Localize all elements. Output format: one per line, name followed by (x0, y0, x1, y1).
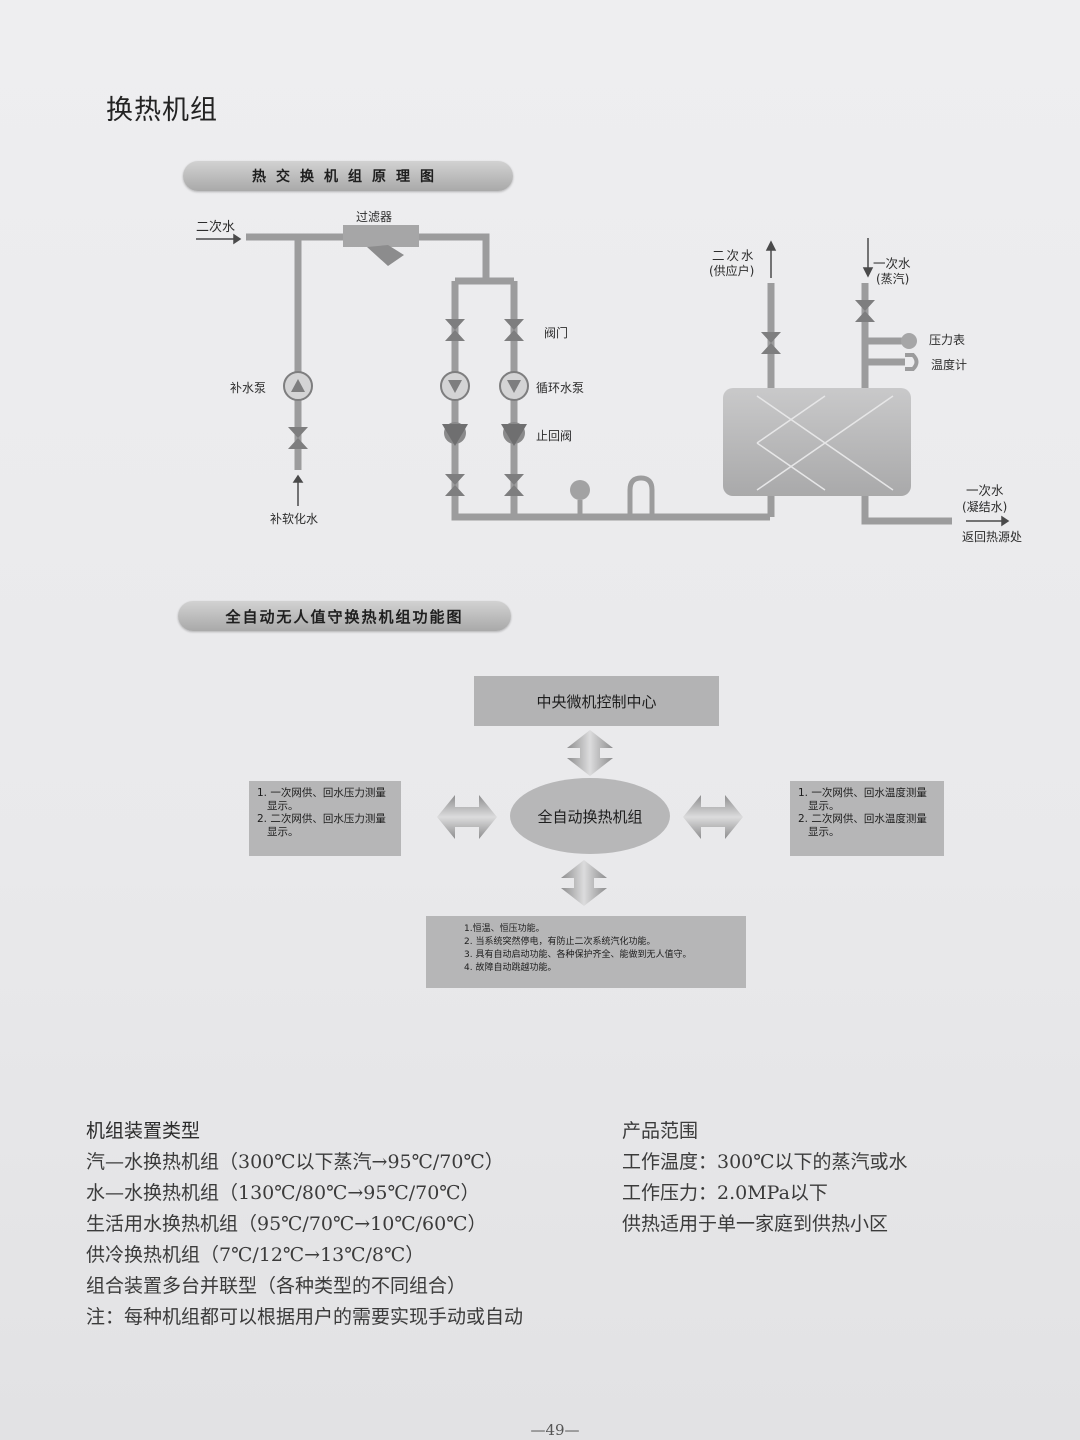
flow-arrows (196, 233, 1010, 527)
unit-types-list: 机组装置类型 汽—水换热机组（300℃以下蒸汽→95℃/70℃） 水—水换热机组… (86, 1116, 523, 1333)
pump-icons (283, 371, 529, 401)
label-pressure-gauge: 压力表 (929, 333, 965, 347)
central-control-label: 中央微机控制中心 (536, 692, 657, 711)
label-primary-water-in-sub: (蒸汽) (876, 271, 909, 286)
pressure-gauge-icon (901, 333, 917, 349)
label-thermometer: 温度计 (931, 357, 967, 372)
feature-item: 1.恒温、恒压功能。 (464, 924, 545, 934)
feature-item: 2. 当系统突然停电，有防止二次系统汽化功能。 (464, 937, 656, 947)
label-check-valve: 止回阀 (536, 429, 572, 443)
page-title: 换热机组 (106, 95, 218, 126)
function-arrows (437, 730, 743, 906)
unit-type-note: 注：每种机组都可以根据用户的需要实现手动或自动 (86, 1306, 524, 1328)
valve-icons (288, 300, 875, 496)
label-softened-water: 补软化水 (270, 512, 318, 526)
label-return-to-source: 返回热源处 (962, 530, 1022, 544)
product-range-item: 工作温度：300℃以下的蒸汽或水 (622, 1151, 908, 1173)
arrow-up-down-bottom (561, 860, 607, 906)
feature-item: 4. 故障自动跳越功能。 (464, 963, 557, 973)
unit-type-item: 组合装置多台并联型（各种类型的不同组合） (86, 1275, 467, 1297)
left-box-line-2: 2. 二次网供、回水压力测量 (257, 813, 386, 825)
right-box-line-1: 1. 一次网供、回水温度测量 (798, 787, 927, 799)
unit-type-item: 供冷换热机组（7℃/12℃→13℃/8℃） (86, 1244, 425, 1266)
unit-type-item: 汽—水换热机组（300℃以下蒸汽→95℃/70℃） (86, 1151, 504, 1173)
unit-type-item: 生活用水换热机组（95℃/70℃→10℃/60℃） (86, 1213, 487, 1235)
right-box-line-1-cont: 显示。 (808, 800, 840, 812)
arrow-left-right-left (437, 795, 497, 839)
temperature-measurement-box: 1. 一次网供、回水温度测量 显示。 2. 二次网供、回水温度测量 显示。 (790, 781, 944, 856)
core-unit-ellipse: 全自动换热机组 (510, 778, 670, 854)
banner-function-diagram: 全自动无人值守换热机组功能图 (178, 601, 511, 631)
right-box-line-2-cont: 显示。 (808, 826, 840, 838)
label-primary-water-in: 一次水 (873, 256, 911, 271)
central-control-box: 中央微机控制中心 (474, 676, 719, 726)
label-primary-water-out: 一次水 (966, 483, 1004, 498)
check-valve-icons (442, 422, 527, 446)
feature-item: 3. 具有自动启动功能、各种保护齐全、能做到无人值守。 (464, 950, 692, 960)
heat-exchange-schematic: 二次水 过滤器 补水泵 补软化水 阀门 循环水泵 止回阀 二次水 (供应户) 一… (196, 210, 1022, 544)
left-box-line-1: 1. 一次网供、回水压力测量 (257, 787, 386, 799)
unit-types-heading: 机组装置类型 (86, 1120, 201, 1142)
page-number: —49— (530, 1421, 580, 1439)
unit-type-item: 水—水换热机组（130℃/80℃→95℃/70℃） (86, 1182, 480, 1204)
label-secondary-water-out: 二次水 (712, 248, 756, 263)
banner-principle-diagram: 热交换机组原理图 (183, 161, 513, 191)
right-box-line-2: 2. 二次网供、回水温度测量 (798, 813, 927, 825)
product-range-item: 工作压力：2.0MPa以下 (622, 1182, 828, 1204)
arrow-up-down-top (567, 730, 613, 776)
label-valve: 阀门 (544, 325, 568, 340)
expansion-tank-icon (627, 475, 655, 515)
core-unit-label: 全自动换热机组 (537, 807, 643, 826)
label-secondary-water-in: 二次水 (196, 219, 235, 235)
label-makeup-pump: 补水泵 (230, 381, 266, 395)
sensor-icon (570, 480, 590, 500)
product-range-item: 供热适用于单一家庭到供热小区 (622, 1213, 889, 1235)
features-box: 1.恒温、恒压功能。 2. 当系统突然停电，有防止二次系统汽化功能。 3. 具有… (426, 916, 746, 988)
filter-icon (343, 225, 419, 266)
left-box-line-1-cont: 显示。 (267, 800, 299, 812)
pressure-measurement-box: 1. 一次网供、回水压力测量 显示。 2. 二次网供、回水压力测量 显示。 (249, 781, 401, 856)
product-range-heading: 产品范围 (622, 1120, 699, 1142)
label-filter: 过滤器 (356, 210, 392, 224)
heat-exchanger-tank (723, 388, 911, 496)
product-range-list: 产品范围 工作温度：300℃以下的蒸汽或水 工作压力：2.0MPa以下 供热适用… (622, 1116, 908, 1240)
thermometer-icon (905, 353, 919, 371)
label-secondary-water-out-sub: (供应户) (709, 263, 754, 278)
label-circulation-pump: 循环水泵 (536, 381, 584, 395)
left-box-line-2-cont: 显示。 (267, 826, 299, 838)
label-primary-water-out-sub: (凝结水) (962, 499, 1007, 514)
arrow-left-right-right (683, 795, 743, 839)
